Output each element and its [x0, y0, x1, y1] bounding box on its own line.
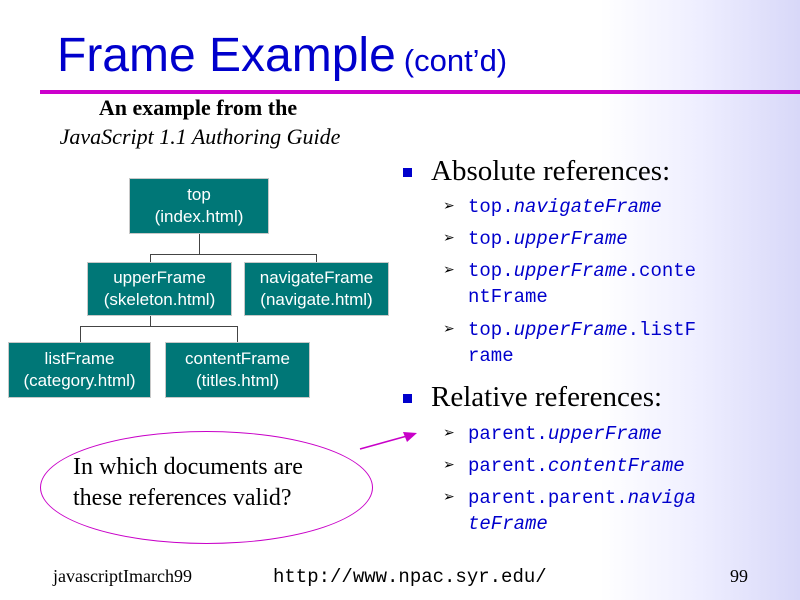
arrowhead-bullet-icon: ➢ — [443, 457, 455, 473]
node-contentframe: contentFrame (titles.html) — [165, 342, 310, 398]
connector — [199, 234, 200, 254]
rel-ref-1: parent.upperFrame — [468, 423, 662, 445]
absolute-heading: Absolute references: — [431, 155, 671, 187]
node-navigate-name: navigateFrame — [259, 268, 374, 287]
abs-ref-2: top.upperFrame — [468, 228, 628, 250]
footer-url: http://www.npac.syr.edu/ — [273, 566, 547, 588]
connector — [80, 326, 81, 343]
node-upper-file: (skeleton.html) — [103, 290, 216, 309]
arrowhead-bullet-icon: ➢ — [443, 230, 455, 246]
node-navigateframe: navigateFrame (navigate.html) — [244, 262, 389, 316]
rel-ref-2: parent.contentFrame — [468, 455, 685, 477]
connector — [150, 254, 151, 263]
arrowhead-bullet-icon: ➢ — [443, 198, 455, 214]
connector — [150, 316, 151, 326]
node-top-name: top — [187, 185, 211, 204]
node-upperframe: upperFrame (skeleton.html) — [87, 262, 232, 316]
page-number: 99 — [730, 566, 748, 586]
square-bullet-icon — [403, 394, 412, 403]
arrowhead-bullet-icon: ➢ — [443, 425, 455, 441]
title-main: Frame Example — [57, 29, 396, 82]
node-content-name: contentFrame — [185, 349, 290, 368]
title-rule — [40, 90, 800, 94]
source-line-1: An example from the — [98, 95, 298, 120]
slide-title: Frame Example(cont’d) — [57, 28, 507, 83]
node-top: top (index.html) — [129, 178, 269, 234]
title-sub: (cont’d) — [403, 43, 508, 78]
connector — [316, 254, 317, 263]
node-content-file: (titles.html) — [195, 371, 280, 390]
connector — [237, 326, 238, 343]
question-ellipse — [40, 431, 373, 544]
square-bullet-icon — [403, 168, 412, 177]
relative-heading: Relative references: — [431, 381, 663, 413]
abs-ref-1: top.navigateFrame — [468, 196, 662, 218]
node-top-file: (index.html) — [154, 207, 244, 226]
question-text: In which documents are these references … — [73, 454, 303, 511]
arrowhead-bullet-icon: ➢ — [443, 262, 455, 278]
node-list-file: (category.html) — [23, 371, 136, 390]
node-list-name: listFrame — [44, 349, 115, 368]
connector — [150, 254, 317, 255]
connector — [80, 326, 238, 327]
arrowhead-bullet-icon: ➢ — [443, 489, 455, 505]
node-upper-name: upperFrame — [113, 268, 206, 287]
node-listframe: listFrame (category.html) — [8, 342, 151, 398]
callout-arrow-icon — [359, 432, 417, 450]
node-navigate-file: (navigate.html) — [260, 290, 373, 309]
footer-left: javascriptImarch99 — [53, 566, 192, 586]
source-line-2: JavaScript 1.1 Authoring Guide — [59, 124, 341, 149]
arrowhead-bullet-icon: ➢ — [443, 321, 455, 337]
